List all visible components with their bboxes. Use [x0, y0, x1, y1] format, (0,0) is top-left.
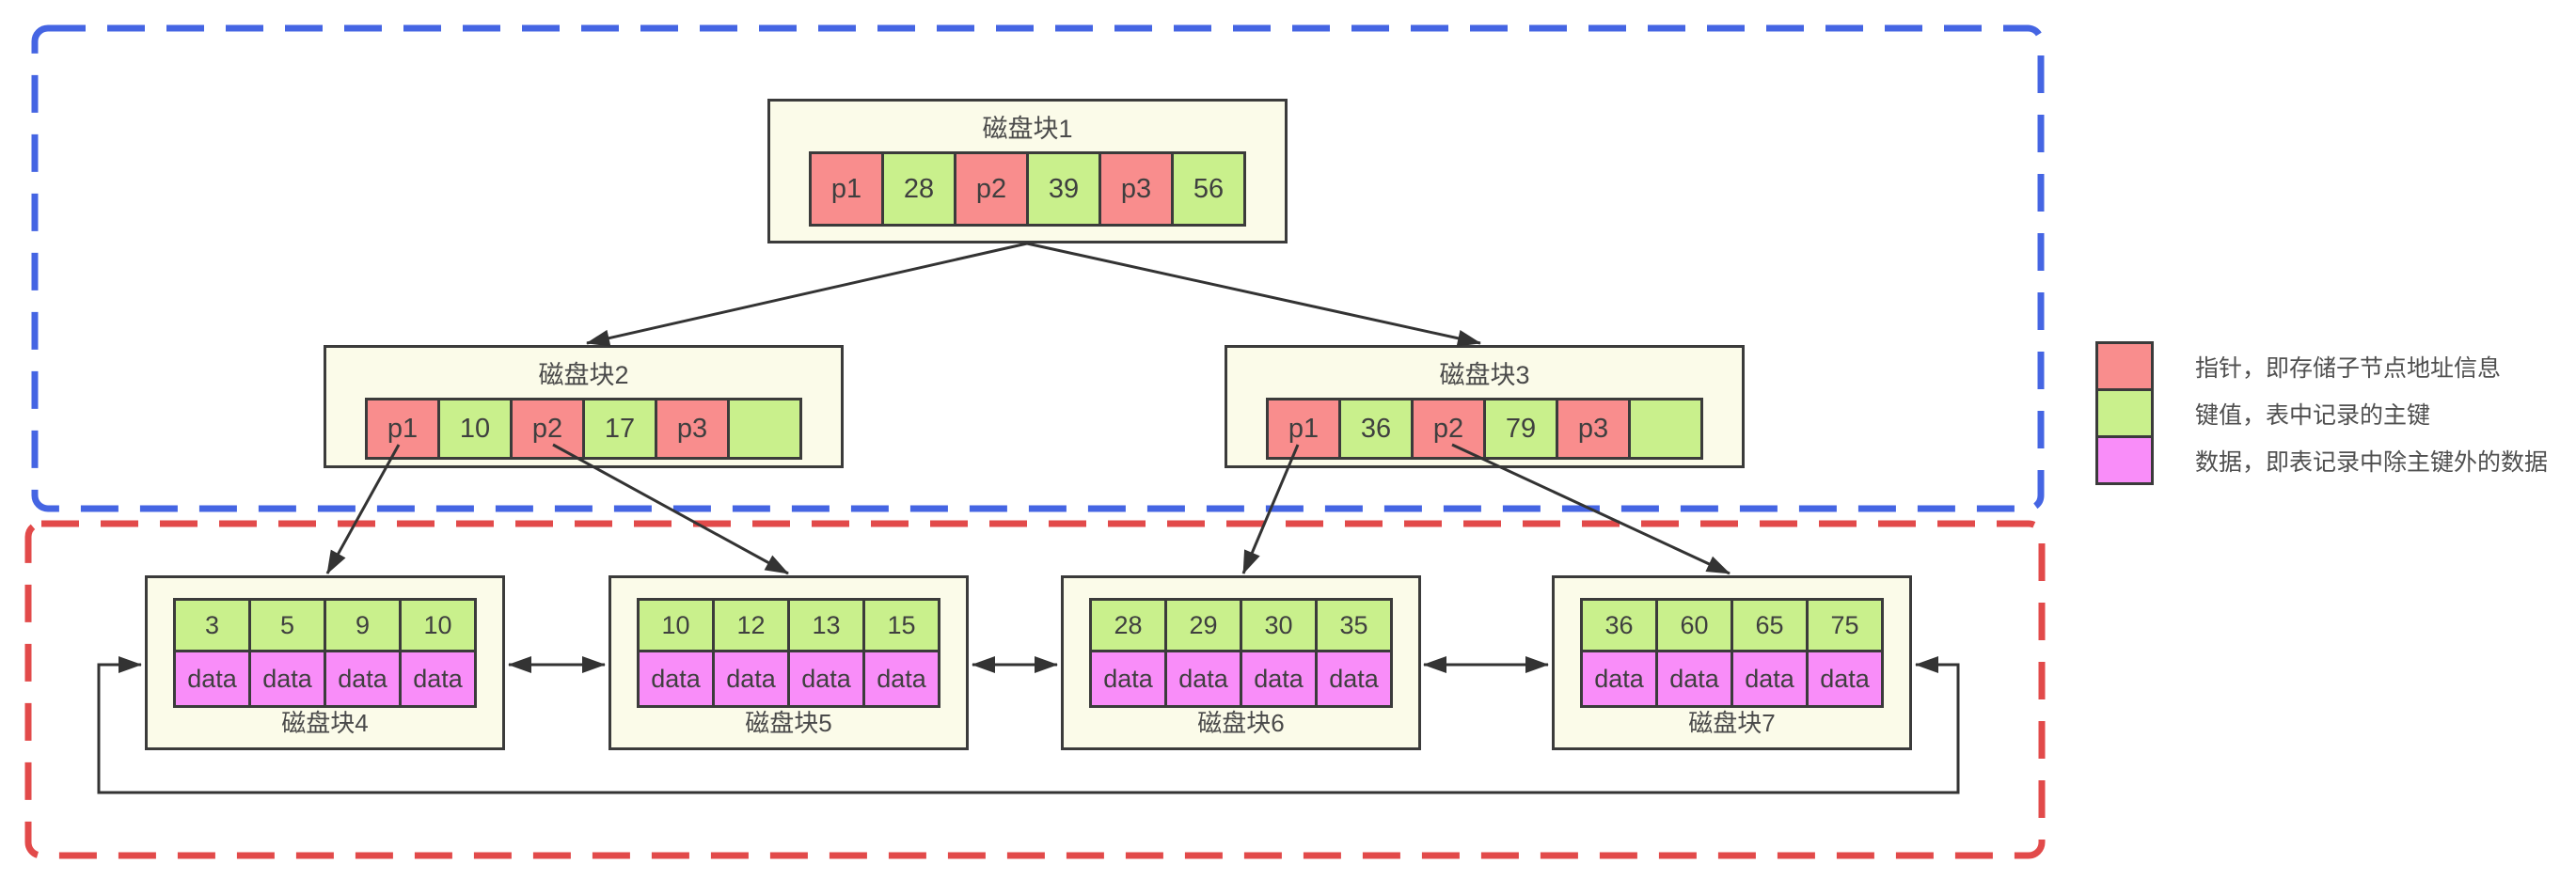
disk-block-7: 36 60 65 75 data data data data 磁盘块7	[1552, 575, 1912, 750]
disk-block-7-table: 36 60 65 75 data data data data	[1580, 598, 1884, 708]
pointer-cell-p2: p2	[1411, 398, 1486, 460]
key-cell-empty	[1628, 398, 1703, 460]
disk-block-3: 磁盘块3 p1 36 p2 79 p3	[1225, 345, 1745, 468]
disk-block-1-title: 磁盘块1	[982, 115, 1073, 143]
key-cell: 3	[173, 598, 251, 652]
disk-block-4-title: 磁盘块4	[281, 709, 369, 737]
pointer-cell-p1: p1	[1266, 398, 1341, 460]
key-cell-56: 56	[1171, 151, 1246, 227]
data-cell: data	[399, 650, 477, 708]
data-cell: data	[637, 650, 715, 708]
data-cell: data	[1240, 650, 1318, 708]
data-cell: data	[324, 650, 402, 708]
disk-block-6-title: 磁盘块6	[1197, 709, 1285, 737]
key-cell-10: 10	[437, 398, 513, 460]
disk-block-3-title: 磁盘块3	[1439, 361, 1530, 389]
pointer-cell-p3: p3	[1098, 151, 1174, 227]
pointer-color-swatch	[2095, 341, 2154, 391]
data-cell: data	[248, 650, 326, 708]
key-cell: 75	[1806, 598, 1884, 652]
legend-label-data: 数据，即表记录中除主键外的数据	[2195, 448, 2549, 476]
key-cell-79: 79	[1483, 398, 1558, 460]
key-cell: 10	[399, 598, 477, 652]
disk-block-3-cells: p1 36 p2 79 p3	[1227, 398, 1742, 460]
data-cell: data	[1731, 650, 1809, 708]
legend-label-key: 键值，表中记录的主键	[2195, 401, 2431, 429]
disk-block-5-table: 10 12 13 15 data data data data	[637, 598, 940, 708]
disk-block-4-table: 3 5 9 10 data data data data	[173, 598, 477, 708]
pointer-cell-p1: p1	[809, 151, 884, 227]
data-cell: data	[712, 650, 790, 708]
pointer-cell-p1: p1	[365, 398, 440, 460]
disk-block-2-title: 磁盘块2	[538, 361, 629, 389]
key-cell: 10	[637, 598, 715, 652]
key-cell-28: 28	[881, 151, 956, 227]
data-cell: data	[1655, 650, 1733, 708]
data-cell: data	[862, 650, 940, 708]
key-cell: 13	[787, 598, 865, 652]
pointer-cell-p2: p2	[510, 398, 585, 460]
pointer-cell-p3: p3	[1556, 398, 1631, 460]
pointer-cell-p2: p2	[954, 151, 1029, 227]
data-cell: data	[1164, 650, 1242, 708]
key-cell: 60	[1655, 598, 1733, 652]
key-cell: 29	[1164, 598, 1242, 652]
data-cell: data	[173, 650, 251, 708]
arrow-block1-to-block2	[586, 242, 1028, 347]
legend: 指针，即存储子节点地址信息 键值，表中记录的主键 数据，即表记录中除主键外的数据	[2095, 341, 2548, 485]
disk-block-6-table: 28 29 30 35 data data data data	[1089, 598, 1393, 708]
disk-block-1-cells: p1 28 p2 39 p3 56	[770, 151, 1285, 227]
key-cell: 5	[248, 598, 326, 652]
data-cell: data	[1580, 650, 1658, 708]
disk-block-6: 28 29 30 35 data data data data 磁盘块6	[1061, 575, 1421, 750]
key-cell: 15	[862, 598, 940, 652]
key-cell: 36	[1580, 598, 1658, 652]
key-cell: 30	[1240, 598, 1318, 652]
key-cell: 9	[324, 598, 402, 652]
disk-block-2-cells: p1 10 p2 17 p3	[326, 398, 841, 460]
data-cell: data	[1806, 650, 1884, 708]
data-cell: data	[787, 650, 865, 708]
key-cell-39: 39	[1026, 151, 1101, 227]
arrow-block1-to-block3	[1026, 242, 1481, 347]
legend-label-pointer: 指针，即存储子节点地址信息	[2195, 354, 2502, 382]
key-cell: 35	[1315, 598, 1393, 652]
disk-block-5-title: 磁盘块5	[745, 709, 832, 737]
key-cell-17: 17	[582, 398, 657, 460]
data-cell: data	[1315, 650, 1393, 708]
pointer-cell-p3: p3	[655, 398, 730, 460]
disk-block-1: 磁盘块1 p1 28 p2 39 p3 56	[767, 99, 1288, 243]
data-color-swatch	[2095, 435, 2154, 485]
key-cell-36: 36	[1338, 398, 1414, 460]
key-color-swatch	[2095, 388, 2154, 438]
legend-item-pointer: 指针，即存储子节点地址信息	[2095, 341, 2548, 391]
key-cell-empty	[727, 398, 802, 460]
legend-item-key: 键值，表中记录的主键	[2095, 388, 2548, 438]
disk-block-5: 10 12 13 15 data data data data 磁盘块5	[608, 575, 969, 750]
legend-item-data: 数据，即表记录中除主键外的数据	[2095, 435, 2548, 485]
key-cell: 28	[1089, 598, 1167, 652]
key-cell: 65	[1731, 598, 1809, 652]
disk-block-4: 3 5 9 10 data data data data 磁盘块4	[145, 575, 505, 750]
disk-block-7-title: 磁盘块7	[1688, 709, 1776, 737]
data-cell: data	[1089, 650, 1167, 708]
disk-block-2: 磁盘块2 p1 10 p2 17 p3	[324, 345, 844, 468]
key-cell: 12	[712, 598, 790, 652]
